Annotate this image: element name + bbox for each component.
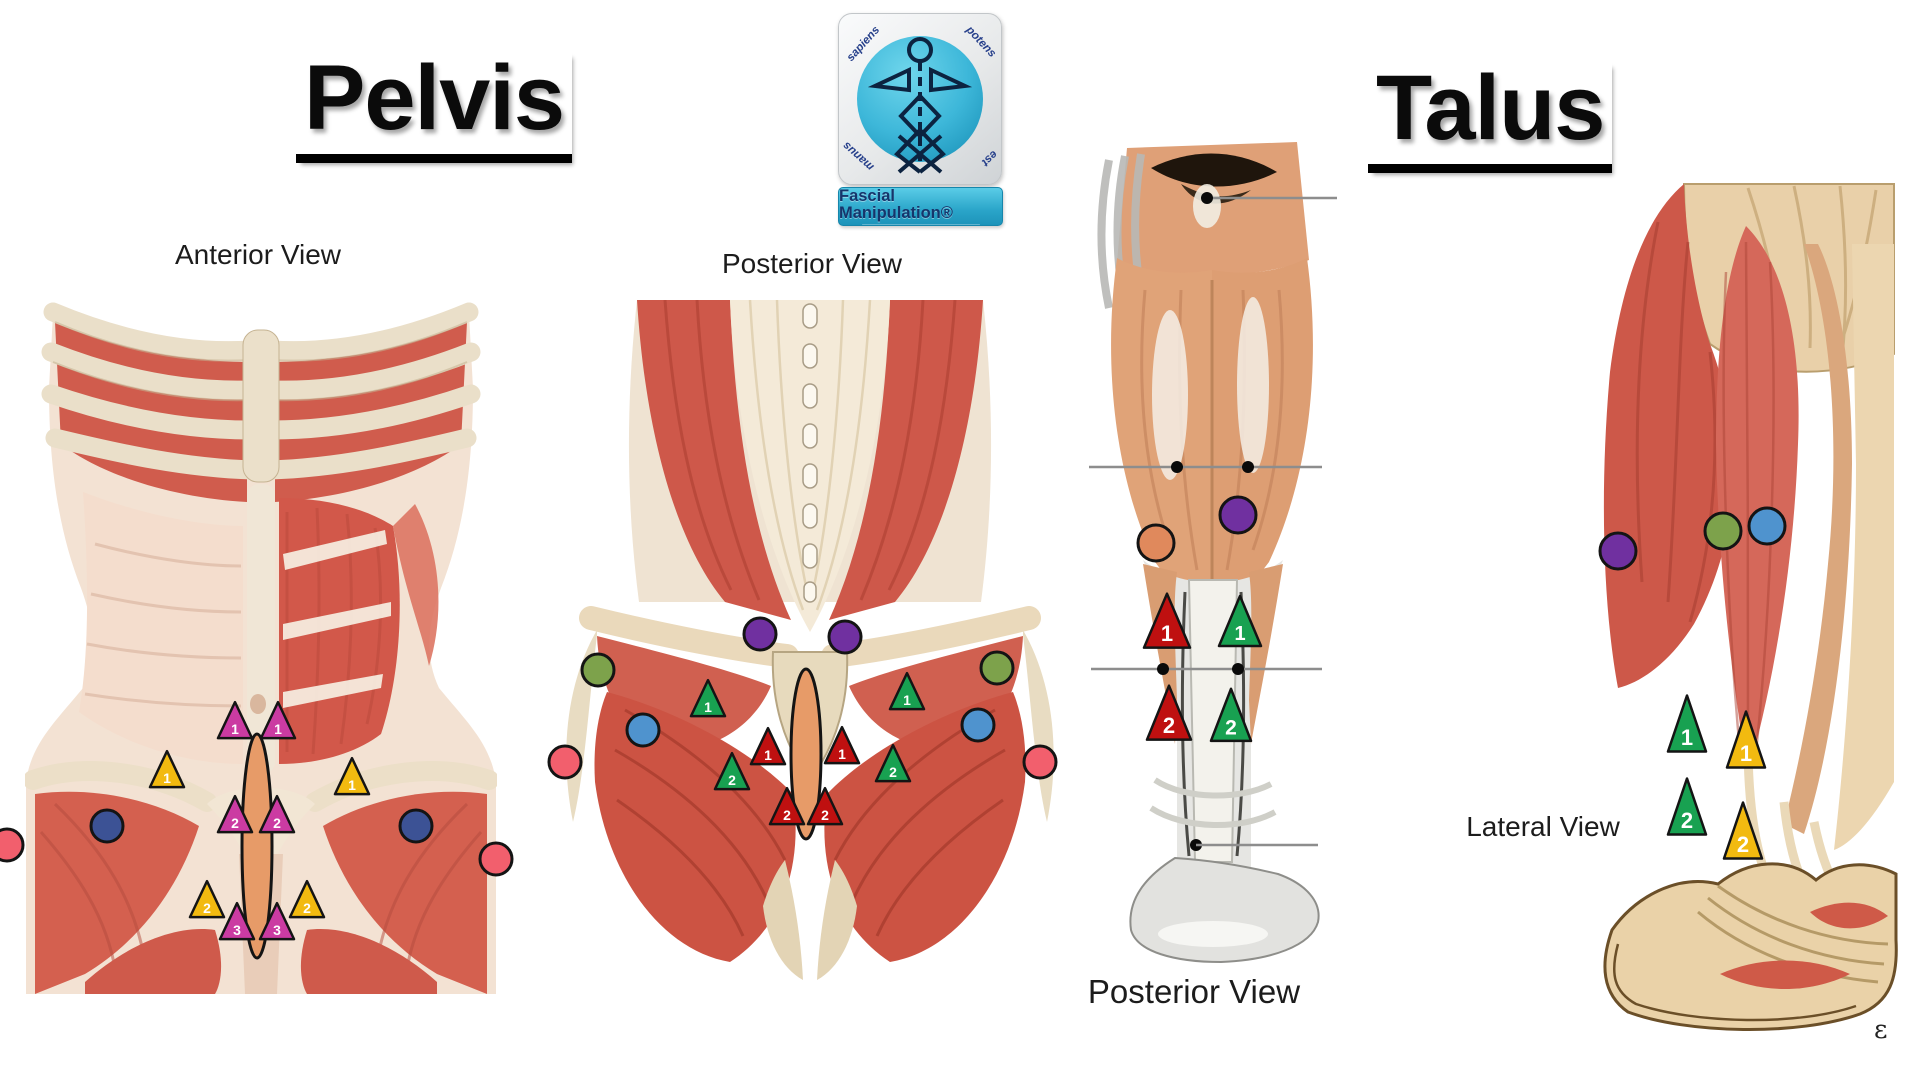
talus-posterior-green-triangle-1: 1: [1217, 594, 1263, 648]
pelvis-anterior-pink-circle: [478, 841, 514, 877]
talus-posterior-dot: [1157, 663, 1169, 675]
svg-text:1: 1: [704, 699, 712, 715]
svg-text:2: 2: [231, 815, 239, 831]
pelvis-posterior-green-triangle-2: 2: [713, 751, 751, 791]
logo-banner-subtext: [861, 224, 980, 225]
talus-lateral-purple-circle: [1598, 531, 1638, 571]
artist-mark: ɛ: [1874, 1015, 1887, 1044]
svg-text:1: 1: [348, 777, 356, 793]
svg-text:1: 1: [1161, 621, 1173, 646]
svg-text:1: 1: [903, 692, 911, 708]
pelvis-posterior-olive-circle: [979, 650, 1015, 686]
pelvis-posterior-purple-circle: [827, 619, 863, 655]
talus-lateral-olive-circle: [1703, 511, 1743, 551]
pelvis-posterior-green-triangle-2: 2: [874, 743, 912, 783]
pelvis-anterior-yellow-triangle-2: 2: [288, 879, 326, 919]
pelvis-anterior-ellipse: [240, 732, 274, 960]
svg-text:2: 2: [728, 772, 736, 788]
talus-posterior-orange-circle: [1136, 523, 1176, 563]
pelvis-posterior-red-triangle-1: 1: [823, 725, 861, 765]
talus-lateral-blue-circle: [1747, 506, 1787, 546]
pelvis-posterior-ellipse: [789, 667, 823, 841]
talus-posterior-dot: [1232, 663, 1244, 675]
pelvis-anterior-yellow-triangle-2: 2: [188, 879, 226, 919]
svg-text:2: 2: [1163, 713, 1175, 738]
pelvis-posterior-blue-circle: [625, 712, 661, 748]
pelvis-posterior-pink-circle: [1022, 744, 1058, 780]
pelvis-anterior-magenta-triangle-1: 1: [216, 700, 254, 740]
pelvis-anterior-yellow-triangle-1: 1: [148, 749, 186, 789]
svg-text:2: 2: [821, 807, 829, 823]
pelvis-anterior-illustration: [25, 302, 497, 994]
talus-posterior-green-triangle-2: 2: [1209, 687, 1253, 743]
svg-text:2: 2: [1225, 717, 1237, 740]
svg-text:2: 2: [303, 900, 311, 916]
svg-text:2: 2: [1681, 808, 1693, 833]
talus-title: Talus: [1368, 62, 1613, 173]
svg-text:1: 1: [1234, 623, 1245, 645]
logo-banner: Fascial Manipulation®: [838, 187, 1003, 226]
pelvis-title: Pelvis: [296, 52, 572, 163]
pelvis-anterior-pink-circle: [0, 827, 25, 863]
lateral-view-label: Lateral View: [1466, 811, 1620, 842]
pelvis-anterior-yellow-triangle-1: 1: [333, 756, 371, 796]
pelvis-posterior-red-triangle-1: 1: [749, 726, 787, 766]
talus-posterior-dot: [1201, 192, 1213, 204]
pelvis-posterior-red-triangle-2: 2: [768, 786, 806, 826]
svg-text:1: 1: [163, 770, 171, 786]
svg-text:2: 2: [783, 807, 791, 823]
svg-text:2: 2: [203, 900, 211, 916]
pelvis-posterior-pink-circle: [547, 744, 583, 780]
pelvis-posterior-green-triangle-1: 1: [689, 678, 727, 718]
pelvis-posterior-blue-circle: [960, 707, 996, 743]
anterior-view-label: Anterior View: [174, 239, 342, 270]
talus-posterior-red-triangle-2: 2: [1145, 684, 1193, 741]
pelvis-anterior-darkblue-circle: [89, 808, 125, 844]
talus-posterior-purple-circle: [1218, 495, 1258, 535]
svg-text:3: 3: [273, 922, 281, 938]
talus-posterior-view-label: Posterior View: [1087, 973, 1301, 1010]
talus-lateral-yellow-triangle-1: 1: [1725, 710, 1767, 769]
talus-lateral-green-triangle-1: 1: [1666, 694, 1708, 753]
svg-text:2: 2: [1737, 832, 1749, 857]
pelvis-anterior-magenta-triangle-3: 3: [258, 901, 296, 941]
svg-text:2: 2: [273, 815, 281, 831]
svg-text:3: 3: [233, 922, 241, 938]
fascial-manipulation-logo: sapiens potens manus est: [838, 13, 1002, 185]
caduceus-icon: [857, 36, 983, 174]
talus-lateral-illustration: ɛ: [1603, 183, 1898, 1044]
talus-lateral-yellow-triangle-2: 2: [1722, 801, 1764, 860]
talus-posterior-illustration: [1097, 142, 1320, 964]
pelvis-posterior-red-triangle-2: 2: [806, 786, 844, 826]
pelvis-posterior-view-label: Posterior View: [721, 248, 903, 279]
talus-posterior-dot: [1171, 461, 1183, 473]
pelvis-anterior-magenta-triangle-1: 1: [259, 700, 297, 740]
svg-text:1: 1: [274, 721, 282, 737]
svg-text:1: 1: [764, 747, 772, 763]
svg-text:2: 2: [889, 764, 897, 780]
talus-posterior-red-triangle-1: 1: [1142, 592, 1192, 649]
talus-posterior-dot: [1242, 461, 1254, 473]
svg-text:1: 1: [838, 746, 846, 762]
pelvis-posterior-olive-circle: [580, 652, 616, 688]
logo-banner-text: Fascial Manipulation®: [839, 187, 953, 222]
pelvis-anterior-magenta-triangle-3: 3: [218, 901, 256, 941]
svg-text:1: 1: [1740, 741, 1752, 766]
pelvis-anterior-darkblue-circle: [398, 808, 434, 844]
svg-text:1: 1: [231, 721, 239, 737]
pelvis-posterior-green-triangle-1: 1: [888, 671, 926, 711]
pelvis-anterior-magenta-triangle-2: 2: [216, 794, 254, 834]
svg-text:1: 1: [1681, 725, 1693, 750]
pelvis-posterior-purple-circle: [742, 616, 778, 652]
pelvis-anterior-magenta-triangle-2: 2: [258, 794, 296, 834]
talus-lateral-green-triangle-2: 2: [1666, 777, 1708, 836]
